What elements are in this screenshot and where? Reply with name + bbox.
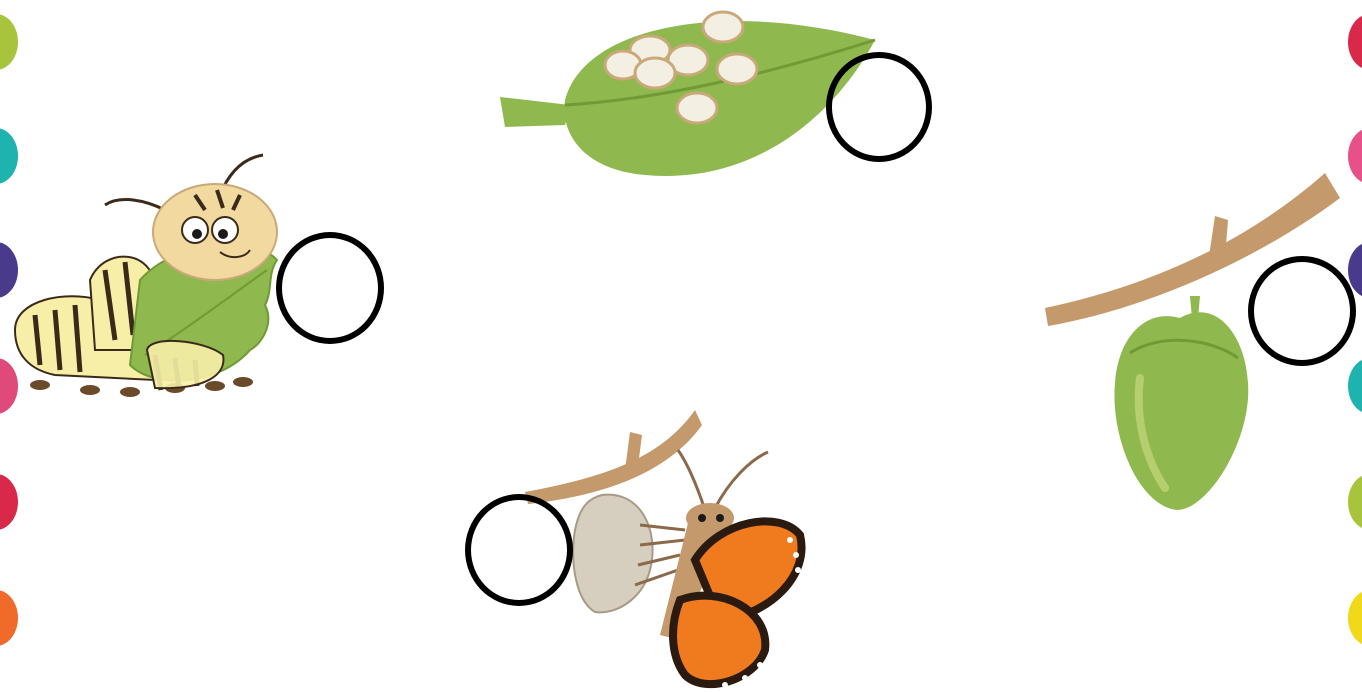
decorative-dot xyxy=(1348,14,1362,70)
decorative-dot xyxy=(0,590,18,646)
antenna xyxy=(715,452,768,508)
caterpillar-eating-leaf-icon xyxy=(5,150,295,400)
answer-circle-caterpillar[interactable] xyxy=(276,232,384,344)
decorative-dot xyxy=(1348,358,1362,414)
decorative-dot xyxy=(1348,128,1362,184)
chrysalis-body xyxy=(1114,312,1248,510)
empty-chrysalis xyxy=(573,495,652,613)
decorative-dot xyxy=(0,474,18,530)
answer-circle-chrysalis[interactable] xyxy=(1248,256,1356,366)
leaf-stem xyxy=(500,97,570,127)
branch-twig xyxy=(1208,216,1228,263)
answer-circle-eggs[interactable] xyxy=(826,52,932,162)
branch xyxy=(525,410,702,504)
decorative-dot xyxy=(0,14,18,70)
decorative-dot xyxy=(1348,590,1362,646)
answer-circle-butterfly[interactable] xyxy=(465,494,573,606)
antenna xyxy=(678,450,705,510)
antenna xyxy=(105,200,165,210)
caterpillar-front-segment xyxy=(147,341,223,388)
butterfly-lower-wing xyxy=(673,596,765,685)
decorative-dot xyxy=(1348,474,1362,530)
